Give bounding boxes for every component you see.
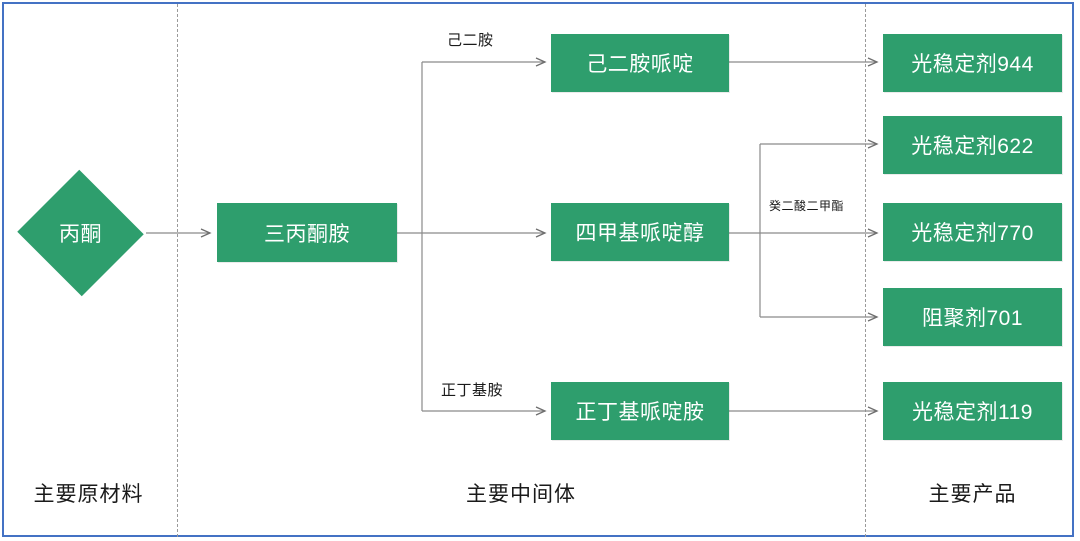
- node-product-119-label: 光稳定剂119: [912, 401, 1033, 424]
- node-acetone-label: 丙酮: [59, 223, 102, 246]
- node-triacetonamine-label: 三丙酮胺: [264, 222, 350, 246]
- lane-divider-intermediate-product: [865, 4, 866, 537]
- node-tmp-ol[interactable]: 四甲基哌啶醇: [551, 203, 729, 261]
- node-acetone[interactable]: 丙酮: [16, 169, 145, 297]
- lane-label-intermediates: 主要中间体: [466, 483, 576, 506]
- lane-label-products: 主要产品: [928, 483, 1017, 506]
- lane-label-raw-materials: 主要原材料: [33, 483, 144, 506]
- node-product-701[interactable]: 阻聚剂701: [883, 288, 1062, 346]
- node-hmd-piperidine[interactable]: 己二胺哌啶: [551, 34, 729, 92]
- edge-label-dimethyl-sebacate: 癸二酸二甲酯: [769, 199, 845, 213]
- node-product-770-label: 光稳定剂770: [911, 222, 1034, 245]
- node-triacetonamine[interactable]: 三丙酮胺: [217, 203, 397, 262]
- node-product-622[interactable]: 光稳定剂622: [883, 116, 1062, 174]
- node-product-944[interactable]: 光稳定剂944: [883, 34, 1062, 92]
- node-product-701-label: 阻聚剂701: [921, 307, 1024, 330]
- node-product-119[interactable]: 光稳定剂119: [883, 382, 1062, 440]
- node-nbutyl-piperidine-amine[interactable]: 正丁基哌啶胺: [551, 382, 729, 440]
- edge-label-hexanediamine: 己二胺: [447, 32, 494, 49]
- edge-label-n-butylamine: 正丁基胺: [441, 382, 504, 399]
- node-nbutyl-piperidine-amine-label: 正丁基哌啶胺: [575, 401, 705, 424]
- node-product-622-label: 光稳定剂622: [911, 135, 1034, 158]
- lane-divider-raw-intermediate: [177, 4, 178, 537]
- node-hmd-piperidine-label: 己二胺哌啶: [586, 53, 694, 76]
- node-product-770[interactable]: 光稳定剂770: [883, 203, 1062, 261]
- node-product-944-label: 光稳定剂944: [911, 53, 1034, 76]
- node-tmp-ol-label: 四甲基哌啶醇: [575, 222, 705, 245]
